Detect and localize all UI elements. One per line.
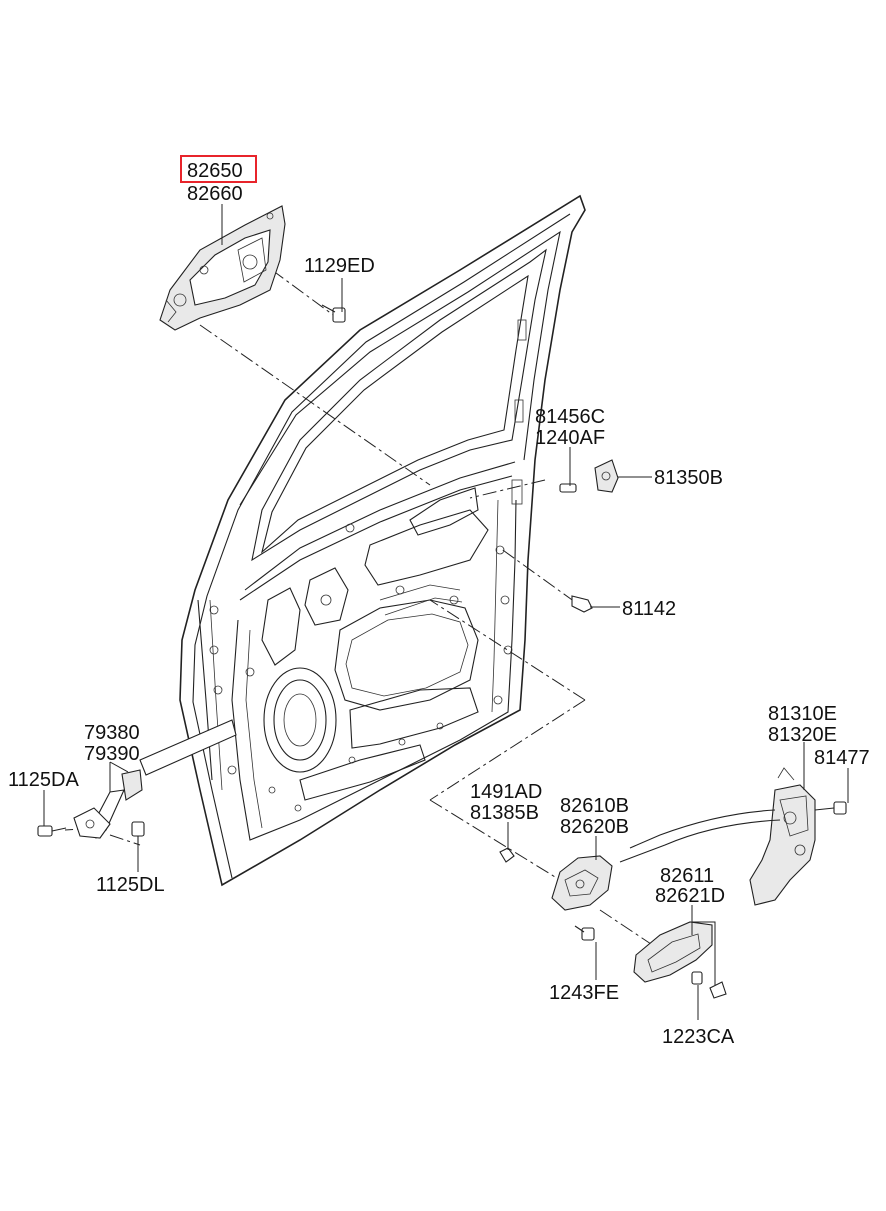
highlight-box xyxy=(180,155,257,183)
outside-handle-base-drawing xyxy=(499,847,613,941)
callout-1491AD[interactable]: 1491AD xyxy=(470,781,542,803)
bolt-81142-drawing xyxy=(571,595,593,613)
callout-82650[interactable]: 82650 xyxy=(187,160,243,182)
callout-82621D[interactable]: 82621D xyxy=(655,885,725,907)
callout-79380[interactable]: 79380 xyxy=(84,722,140,744)
inside-handle-assembly-drawing xyxy=(159,205,286,331)
callout-82620B[interactable]: 82620B xyxy=(560,816,629,838)
callout-82660[interactable]: 82660 xyxy=(187,183,243,205)
callout-1125DL[interactable]: 1125DL xyxy=(96,874,165,896)
installation-guide-lines xyxy=(64,269,661,951)
callout-81310E[interactable]: 81310E xyxy=(768,703,837,725)
callout-81320E[interactable]: 81320E xyxy=(768,724,837,746)
callout-1240AF[interactable]: 1240AF xyxy=(535,427,605,449)
callout-1125DA[interactable]: 1125DA xyxy=(8,769,79,791)
door-latch-drawing xyxy=(619,767,847,906)
leader-lines xyxy=(43,204,849,1020)
callout-1243FE[interactable]: 1243FE xyxy=(549,982,619,1004)
door-checker-drawing xyxy=(37,769,145,845)
callout-81142[interactable]: 81142 xyxy=(622,598,676,620)
callout-79390[interactable]: 79390 xyxy=(84,743,140,765)
callout-1223CA[interactable]: 1223CA xyxy=(662,1026,735,1048)
door-panel-drawing xyxy=(139,194,586,887)
callout-82610B[interactable]: 82610B xyxy=(560,795,629,817)
callout-labels: 82650 82660 1129ED 81456C 1240AF 81350B … xyxy=(8,160,870,1048)
callout-1129ED[interactable]: 1129ED xyxy=(304,255,375,277)
callout-81350B[interactable]: 81350B xyxy=(654,467,723,489)
outside-handle-drawing xyxy=(633,921,727,999)
callout-81385B[interactable]: 81385B xyxy=(470,802,539,824)
callout-82611[interactable]: 82611 xyxy=(660,865,714,887)
callout-81477[interactable]: 81477 xyxy=(814,747,870,769)
callout-81456C[interactable]: 81456C xyxy=(535,406,605,428)
striker-drawing xyxy=(559,459,619,493)
